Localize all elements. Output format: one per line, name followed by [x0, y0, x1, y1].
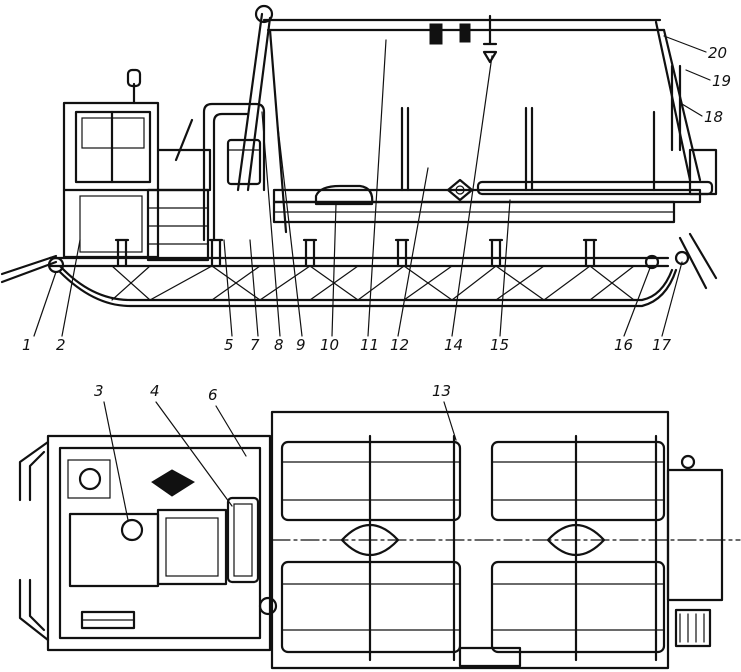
callout-16: 16: [614, 336, 633, 354]
callout-5: 5: [224, 336, 234, 354]
callouts-side: 1 2 5 7 8 9 10 11 12 14 15 16 17 18 19 2…: [22, 44, 731, 354]
callout-12: 12: [390, 336, 409, 354]
sledge-frame: [48, 238, 678, 308]
callout-4: 4: [150, 382, 160, 400]
plan-tow: [18, 440, 50, 642]
callout-19: 19: [712, 72, 731, 90]
van-body: [262, 14, 718, 290]
plan-view: 3 4 6 13: [18, 382, 741, 670]
plan-cabin: [46, 434, 272, 652]
callout-9: 9: [296, 336, 306, 354]
deck-railing: [202, 102, 266, 242]
callout-1: 1: [22, 336, 32, 354]
callout-2: 2: [56, 336, 66, 354]
leaders-plan: [103, 401, 457, 521]
callout-7: 7: [250, 336, 260, 354]
side-view: 1 2 5 7 8 9 10 11 12 14 15 16 17 18 19 2…: [0, 4, 731, 354]
callout-3: 3: [94, 382, 104, 400]
callout-6: 6: [208, 386, 218, 404]
callout-17: 17: [652, 336, 672, 354]
callout-15: 15: [490, 336, 509, 354]
callout-14: 14: [444, 336, 463, 354]
callout-18: 18: [704, 108, 723, 126]
leaders-side: [33, 35, 711, 337]
callout-11: 11: [360, 336, 379, 354]
callout-8: 8: [274, 336, 284, 354]
callouts-plan: 3 4 6 13: [94, 382, 451, 404]
callout-20: 20: [708, 44, 727, 62]
plan-cargo: [258, 410, 741, 670]
callout-10: 10: [320, 336, 339, 354]
cabin: [62, 68, 212, 262]
callout-13: 13: [432, 382, 451, 400]
crane-boom: [236, 4, 288, 234]
